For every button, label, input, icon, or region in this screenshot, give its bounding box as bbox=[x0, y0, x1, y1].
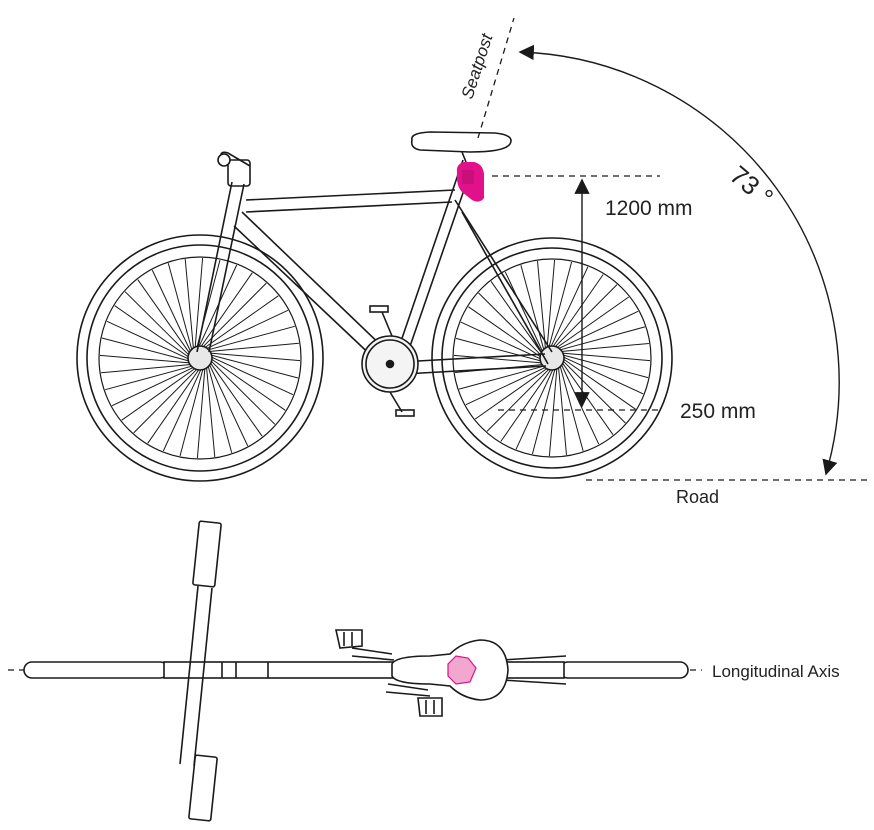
angle-label: 73 ° bbox=[724, 160, 779, 213]
sensor-top bbox=[447, 655, 477, 685]
height-lower-label: 250 mm bbox=[680, 400, 756, 423]
handlebar bbox=[217, 151, 251, 187]
rear-wheel-top bbox=[23, 661, 169, 679]
top-view bbox=[8, 520, 702, 822]
rear-spokes bbox=[99, 257, 301, 459]
rear-wheel bbox=[76, 234, 324, 482]
road-label: Road bbox=[676, 487, 719, 507]
side-view bbox=[76, 17, 868, 482]
sensor-device bbox=[456, 162, 484, 202]
pedal-top-right bbox=[385, 683, 443, 717]
seatpost-label: Seatpost bbox=[458, 30, 497, 101]
saddle bbox=[410, 131, 512, 163]
pedal-top-left bbox=[335, 629, 395, 661]
crankset bbox=[361, 305, 419, 417]
front-wheel-top bbox=[559, 661, 689, 679]
height-upper-label: 1200 mm bbox=[605, 197, 693, 220]
seatpost-axis-line bbox=[477, 17, 515, 139]
longitudinal-axis-label: Longitudinal Axis bbox=[712, 662, 840, 681]
handlebar-top bbox=[179, 520, 222, 822]
angle-arc bbox=[518, 44, 840, 476]
